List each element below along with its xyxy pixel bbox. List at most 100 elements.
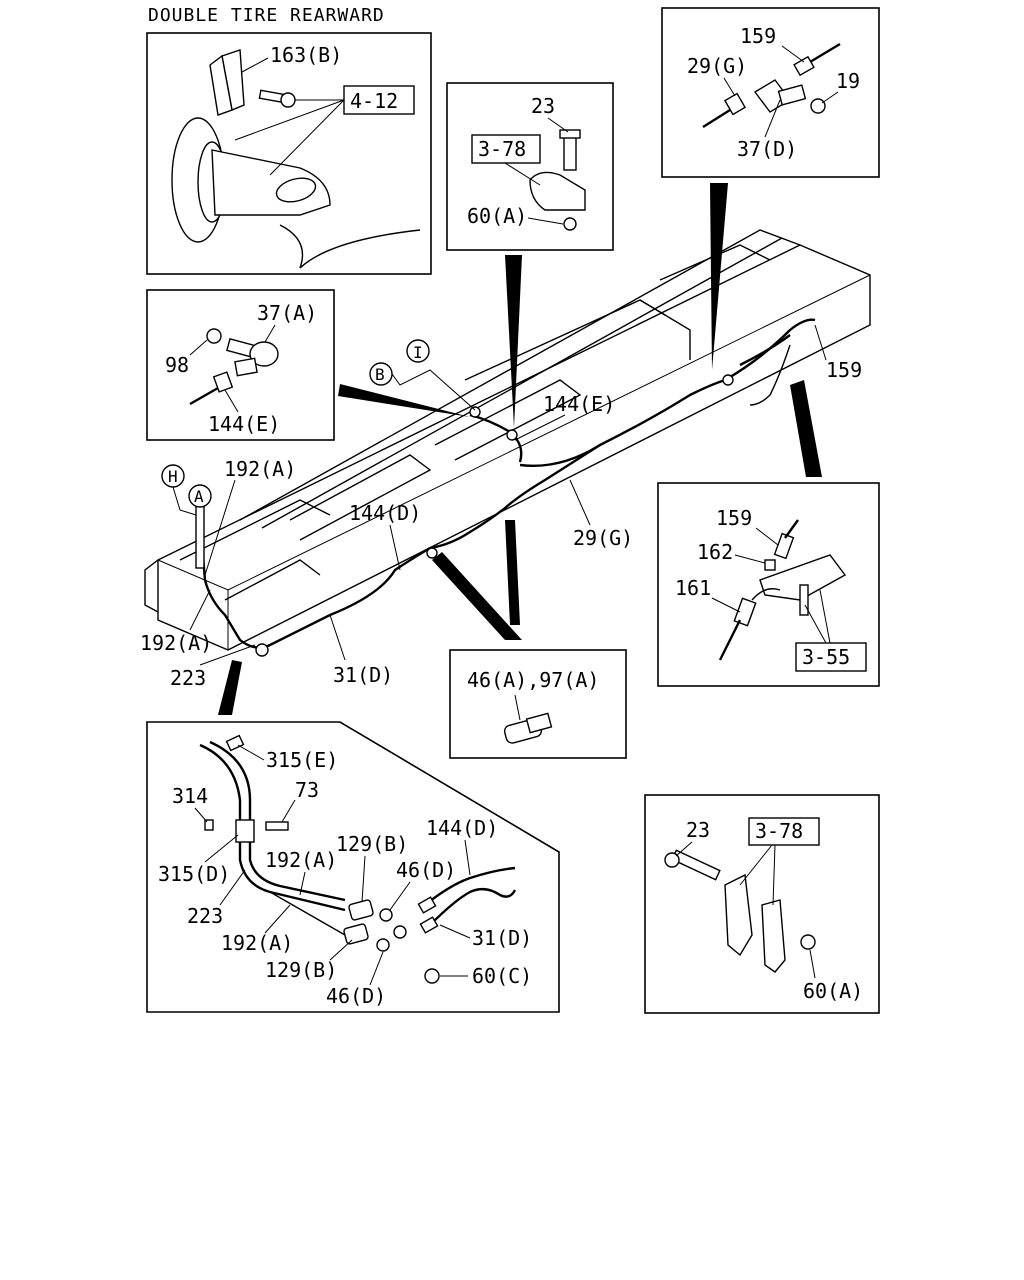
label-315d: 315(D) <box>158 862 230 886</box>
label-162: 162 <box>697 540 733 564</box>
cross-member-1b <box>224 559 321 601</box>
frame-label-159: 159 <box>826 358 862 382</box>
leader-129b-top <box>361 855 366 903</box>
frame-front-lip <box>144 559 159 613</box>
detail-pointers <box>218 183 822 715</box>
leader-163b <box>241 57 269 73</box>
ref-4-12: 4-12 <box>350 89 398 113</box>
pipe-31d-bl <box>429 887 517 926</box>
leader-144e-lm <box>224 389 239 413</box>
far-rail-top <box>239 229 801 521</box>
sensor-161-cable <box>718 619 742 661</box>
diagram-title: DOUBLE TIRE REARWARD <box>148 5 385 26</box>
joint-144e <box>506 429 518 441</box>
pipe-144d-bl <box>424 866 516 906</box>
frame-label-192a-bottom: 192(A) <box>140 631 212 655</box>
label-129b-bottom: 129(B) <box>265 958 337 982</box>
leader-46d-bottom <box>369 951 384 986</box>
pointer-left-middle <box>338 384 470 417</box>
label-60a-top: 60(A) <box>467 204 527 228</box>
leader-223-bl <box>219 869 246 906</box>
callout-h-text: H <box>168 467 178 486</box>
callout-h-leader <box>172 486 197 516</box>
joint-b <box>469 406 481 418</box>
panel-center-small: 46(A),97(A) <box>449 649 627 759</box>
ref-box-3-78-br <box>748 817 820 846</box>
leader-159 <box>814 324 827 361</box>
ref-box-3-78-top <box>471 134 541 164</box>
joint-46d-bottom <box>376 938 390 952</box>
bracket-3-55 <box>759 554 847 601</box>
leader-29g-tr <box>723 77 736 97</box>
frame-label-144d: 144(D) <box>349 501 421 525</box>
panel-top-middle-border <box>446 82 614 251</box>
label-37d-tr: 37(D) <box>737 137 797 161</box>
fitting-37a-lower <box>234 357 258 377</box>
label-192a-bottom-bl: 192(A) <box>221 931 293 955</box>
leader-31d <box>329 614 346 661</box>
label-73: 73 <box>295 778 319 802</box>
ref-3-78-top: 3-78 <box>478 137 526 161</box>
label-46a-97a: 46(A),97(A) <box>467 668 599 692</box>
connector-129b-top <box>348 899 374 921</box>
fitting-31d-bl <box>419 916 439 934</box>
label-129b-top: 129(B) <box>336 832 408 856</box>
frame-label-144e: 144(E) <box>543 392 615 416</box>
clip-315e <box>225 734 245 752</box>
frame-label-223: 223 <box>170 666 206 690</box>
pipe-159-rm <box>784 519 799 539</box>
leader-31d-bl <box>439 924 471 939</box>
leader-23-top <box>547 117 569 133</box>
cross-member-4b <box>639 299 691 360</box>
nut-19 <box>810 98 826 114</box>
axle-cable <box>279 224 304 269</box>
leader-192a-bottom <box>189 589 211 631</box>
union-46a-tip <box>525 712 553 734</box>
clip-314 <box>204 819 214 831</box>
nut-98 <box>206 328 222 344</box>
tee-37d-stem <box>777 84 807 106</box>
leader-144d <box>389 524 401 571</box>
label-46d-top: 46(D) <box>396 858 456 882</box>
sensor-161 <box>733 597 757 627</box>
clamp-315d <box>235 819 255 843</box>
pipe-29g-branch <box>519 443 601 467</box>
panel-bottom-left: 315(E) 314 73 144(D) 129(B) 315(D) 192(A… <box>146 721 560 1013</box>
connector-129b-bottom <box>343 923 369 945</box>
leader-4-12-b <box>234 99 345 141</box>
leader-29g <box>569 479 591 526</box>
label-315e: 315(E) <box>266 748 338 772</box>
chassis-frame <box>144 229 871 651</box>
leader-314 <box>194 807 208 823</box>
bolt-4-12-head <box>280 92 296 108</box>
leader-3-55-b <box>819 589 831 644</box>
frame-label-31d: 31(D) <box>333 663 393 687</box>
pointer-bottom-left <box>218 660 242 715</box>
clip-162 <box>764 559 776 571</box>
nut-60a <box>563 217 577 231</box>
label-23-top: 23 <box>531 94 555 118</box>
sensor-161-wire <box>751 588 781 601</box>
leader-144e <box>514 414 566 441</box>
leader-3-78-br-b <box>772 844 776 906</box>
panel-center-small-border <box>449 649 627 759</box>
panel-top-middle: 23 3-78 60(A) <box>446 82 614 251</box>
pipe-29g-top <box>702 108 731 129</box>
h-pipe-fitting <box>195 497 205 569</box>
callout-a-text: A <box>194 487 204 506</box>
pipe-159b <box>739 334 791 367</box>
ref-3-78-br: 3-78 <box>755 819 803 843</box>
cross-member-3 <box>434 379 582 461</box>
clip-3-78-br-b <box>761 899 786 973</box>
panel-bottom-right: 23 3-78 60(A) <box>644 794 880 1014</box>
callout-b-text: B <box>375 365 385 384</box>
label-31d-bl: 31(D) <box>472 926 532 950</box>
leader-73 <box>281 799 296 823</box>
cross-member-1 <box>179 499 331 561</box>
bolt-3-55 <box>799 584 809 616</box>
label-23-br: 23 <box>686 818 710 842</box>
leader-60a-br <box>809 949 816 979</box>
nut-60a-br <box>800 934 816 950</box>
leader-159-rm <box>755 527 779 546</box>
